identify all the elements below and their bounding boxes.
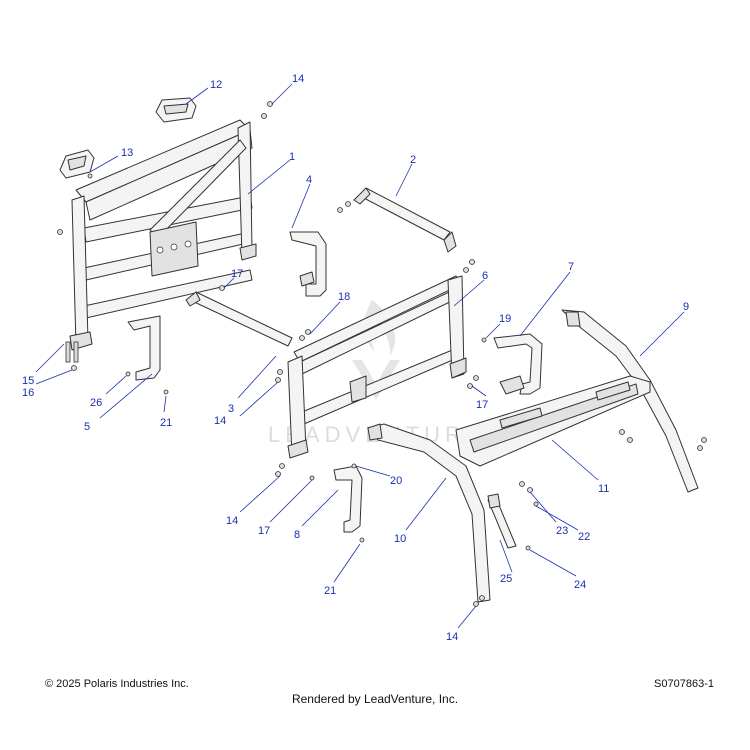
rendered-by-credit: Rendered by LeadVenture, Inc. [291,692,459,706]
callout-18: 18 [338,291,350,303]
callout-1: 1 [289,151,295,163]
callout-14: 14 [226,515,238,527]
part-5-bracket [127,315,161,381]
callout-4: 4 [306,174,312,186]
callout-14: 14 [292,73,304,85]
callout-14: 14 [446,631,458,643]
part-8-bracket [333,465,363,533]
part-13-grab-handle [59,149,95,179]
callout-26: 26 [90,397,102,409]
callout-labels: 12 14 13 1 2 4 17 18 6 7 9 19 15 16 26 2… [22,73,689,643]
callout-16: 16 [22,387,34,399]
drawing-number: S0707863-1 [654,678,714,690]
part-3-cross-tube [185,291,293,347]
part-12-grab-handle [155,97,197,123]
callout-15: 15 [22,375,34,387]
callout-2: 2 [410,154,416,166]
callout-3: 3 [228,403,234,415]
part-9-side-rail [561,309,699,493]
callout-25: 25 [500,573,512,585]
part-4-bracket [289,231,327,297]
part-1-front-frame [69,119,257,351]
callout-11: 11 [598,483,609,495]
callout-20: 20 [390,475,402,487]
callout-12: 12 [210,79,222,91]
callout-22: 22 [578,531,590,543]
callout-21: 21 [324,585,336,597]
part-10-side-rail [367,423,491,603]
part-7-bracket [493,333,543,395]
callout-9: 9 [683,301,689,313]
callout-8: 8 [294,529,300,541]
part-2-upper-bar [353,187,457,253]
callout-6: 6 [482,270,488,282]
callout-13: 13 [121,147,133,159]
callout-21: 21 [160,417,172,429]
callout-10: 10 [394,533,406,545]
callout-17: 17 [258,525,270,537]
copyright-notice: © 2025 Polaris Industries Inc. [45,678,189,690]
callout-24: 24 [574,579,586,591]
hardware-fasteners [57,101,707,607]
callout-14: 14 [214,415,226,427]
leader-lines [35,83,685,629]
part-6-rear-frame [287,275,467,459]
callout-19: 19 [499,313,511,325]
part-11-cab-panel [455,375,651,467]
callout-5: 5 [84,421,90,433]
callout-17: 17 [476,399,488,411]
callout-7: 7 [568,261,574,273]
part-25-strap [487,493,517,549]
callout-17: 17 [231,268,243,280]
callout-23: 23 [556,525,568,537]
